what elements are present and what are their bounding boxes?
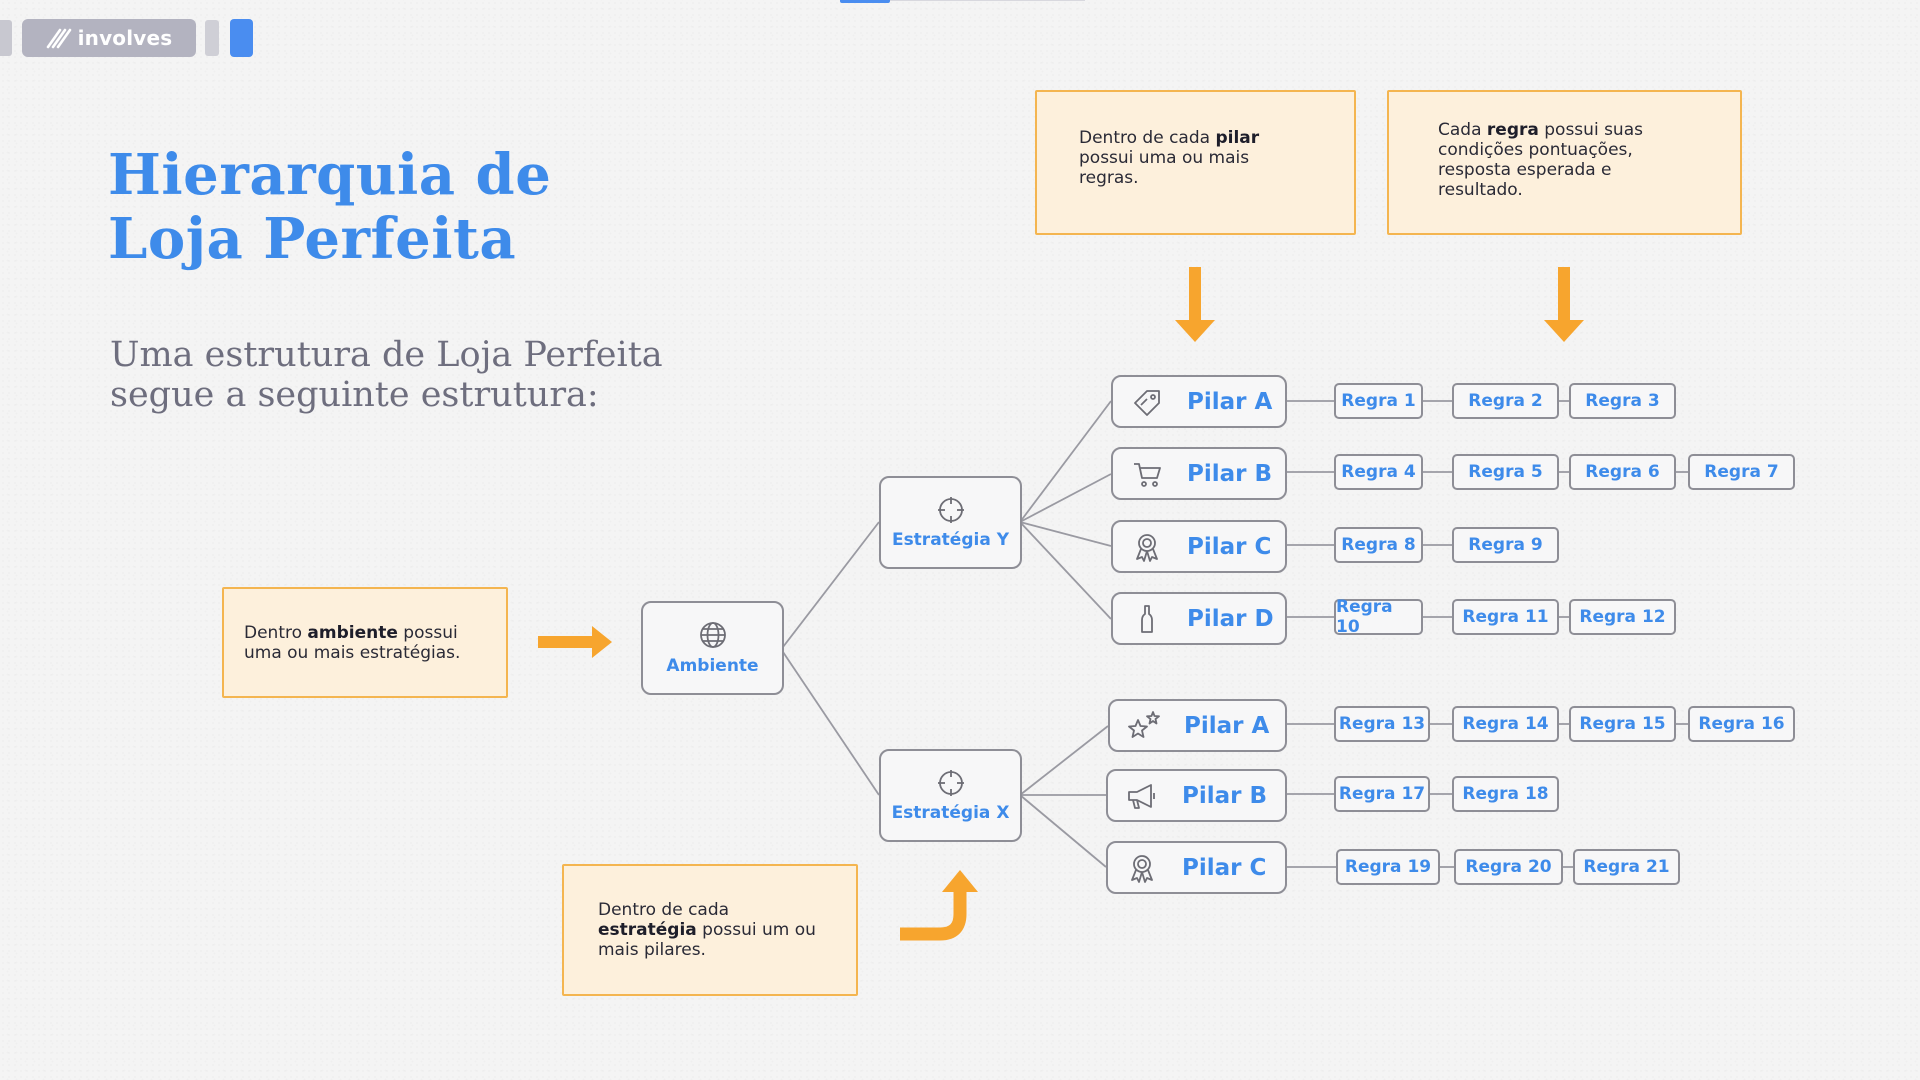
progress-track: [890, 0, 1085, 1]
megaphone-icon: [1124, 780, 1160, 812]
window-edge-tab: [0, 20, 12, 56]
node-label: Pilar C: [1187, 533, 1272, 560]
target-icon: [937, 769, 964, 796]
rule-8[interactable]: Regra 8: [1334, 527, 1423, 563]
rule-15[interactable]: Regra 15: [1569, 706, 1676, 742]
active-toolbar-tab[interactable]: [230, 19, 253, 57]
tag-icon: [1129, 386, 1165, 418]
node-label: Pilar B: [1187, 460, 1273, 487]
callout-ambiente: Dentro ambiente possui uma ou mais estra…: [222, 587, 508, 698]
arrow-curve-up-icon: [900, 870, 978, 941]
node-pilar-a-y[interactable]: Pilar A: [1111, 375, 1287, 428]
node-estrategia-x[interactable]: Estratégia X: [879, 749, 1022, 842]
award-icon: [1124, 852, 1160, 884]
node-pilar-c-y[interactable]: Pilar C: [1111, 520, 1287, 573]
node-label: Estratégia X: [891, 802, 1010, 823]
rule-10[interactable]: Regra 10: [1334, 597, 1423, 637]
brand-logo: involves: [22, 19, 196, 57]
rule-17[interactable]: Regra 17: [1334, 776, 1430, 812]
node-pilar-b-y[interactable]: Pilar B: [1111, 447, 1287, 500]
title-line-1: Hierarquia de: [108, 142, 552, 208]
node-label: Pilar B: [1182, 782, 1268, 809]
node-label: Pilar A: [1187, 388, 1273, 415]
progress-indicator: [840, 0, 890, 3]
arrow-down-icon: [1175, 267, 1215, 342]
rule-13[interactable]: Regra 13: [1334, 706, 1430, 742]
rule-16[interactable]: Regra 16: [1688, 706, 1795, 742]
rule-11[interactable]: Regra 11: [1452, 599, 1559, 635]
rule-18[interactable]: Regra 18: [1452, 776, 1559, 812]
globe-icon: [699, 622, 726, 648]
rule-4[interactable]: Regra 4: [1334, 454, 1423, 490]
subtitle-line-1: Uma estrutura de Loja Perfeita: [110, 335, 663, 375]
node-ambiente[interactable]: Ambiente: [641, 601, 784, 695]
rule-1[interactable]: Regra 1: [1334, 383, 1423, 419]
node-label: Estratégia Y: [891, 529, 1010, 550]
page-title: Hierarquia de Loja Perfeita: [108, 143, 668, 271]
logo-text: involves: [77, 26, 173, 50]
page-subtitle: Uma estrutura de Loja Perfeita segue a s…: [110, 335, 750, 415]
rule-9[interactable]: Regra 9: [1452, 527, 1559, 563]
subtitle-line-2: segue a seguinte estrutura:: [110, 375, 599, 415]
rule-7[interactable]: Regra 7: [1688, 454, 1795, 490]
bottle-icon: [1129, 603, 1165, 635]
node-pilar-d-y[interactable]: Pilar D: [1111, 592, 1287, 645]
rule-20[interactable]: Regra 20: [1454, 849, 1563, 885]
stars-icon: [1126, 710, 1162, 742]
callout-estrategia: Dentro de cada estratégia possui um ou m…: [562, 864, 858, 996]
node-label: Pilar D: [1187, 605, 1274, 632]
callout-pilar: Dentro de cada pilar possui uma ou mais …: [1035, 90, 1356, 235]
node-estrategia-y[interactable]: Estratégia Y: [879, 476, 1022, 569]
callout-regra: Cada regra possui suas condições pontuaç…: [1387, 90, 1742, 235]
node-pilar-a-x[interactable]: Pilar A: [1108, 699, 1287, 752]
rule-5[interactable]: Regra 5: [1452, 454, 1559, 490]
target-icon: [937, 496, 964, 523]
rule-21[interactable]: Regra 21: [1573, 849, 1680, 885]
arrow-down-icon: [1544, 267, 1584, 342]
rule-2[interactable]: Regra 2: [1452, 383, 1559, 419]
rule-19[interactable]: Regra 19: [1336, 849, 1440, 885]
node-label: Ambiente: [666, 656, 759, 676]
rule-6[interactable]: Regra 6: [1569, 454, 1676, 490]
arrow-right-icon: [538, 626, 612, 658]
node-pilar-c-x[interactable]: Pilar C: [1106, 841, 1287, 894]
node-label: Pilar C: [1182, 854, 1267, 881]
node-label: Pilar A: [1184, 712, 1270, 739]
award-icon: [1129, 531, 1165, 563]
title-line-2: Loja Perfeita: [108, 206, 517, 272]
node-pilar-b-x[interactable]: Pilar B: [1106, 769, 1287, 822]
cart-icon: [1129, 458, 1165, 490]
rule-3[interactable]: Regra 3: [1569, 383, 1676, 419]
rule-12[interactable]: Regra 12: [1569, 599, 1676, 635]
logo-stripes-icon: [46, 28, 71, 49]
rule-14[interactable]: Regra 14: [1452, 706, 1559, 742]
toolbar-tab[interactable]: [205, 20, 219, 56]
